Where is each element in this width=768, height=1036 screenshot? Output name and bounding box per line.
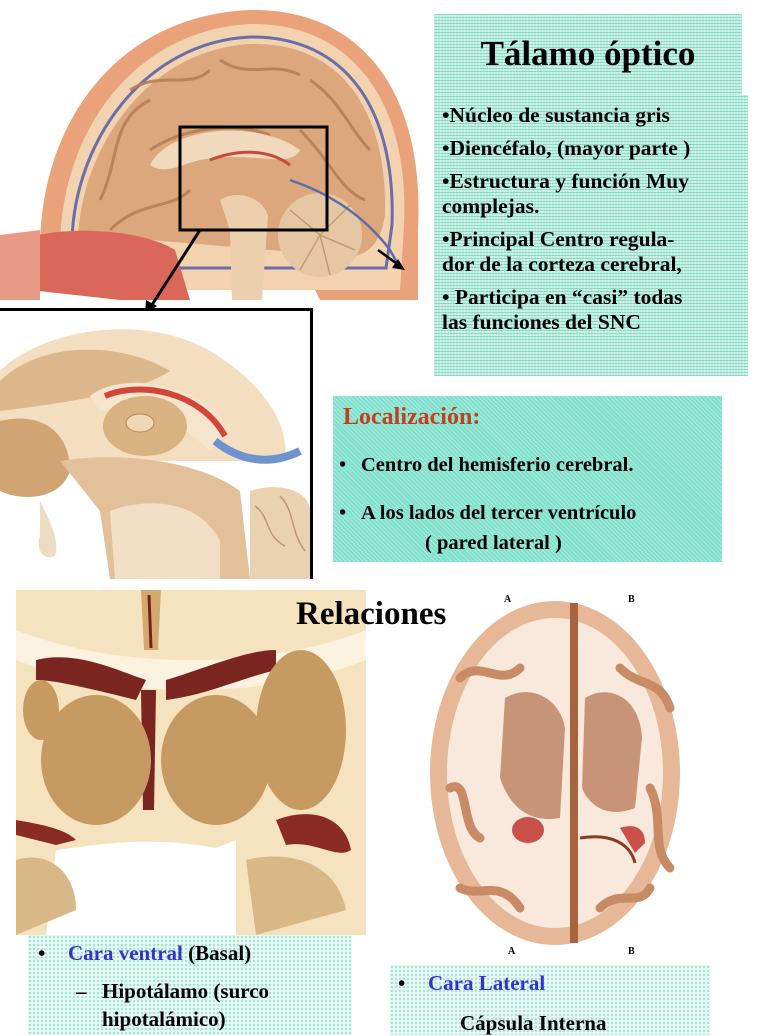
thalamus-detail-figure (0, 308, 313, 579)
cara-ventral-box: • Cara ventral (Basal) –Hipotálamo (surco… (28, 935, 352, 1035)
features-list: •Núcleo de sustancia gris •Diencéfalo, (… (434, 95, 748, 335)
relaciones-heading: Relaciones (296, 596, 447, 632)
bullet-icon: • (339, 454, 347, 476)
cara-ventral-qualifier: (Basal) (188, 941, 252, 965)
axial-section-figure: A B A B (420, 588, 690, 963)
cara-lateral-box: •Cara Lateral Cápsula Interna (390, 965, 710, 1035)
coronal-section-figure (16, 590, 366, 935)
feature-text: dor de la corteza cerebral, (442, 252, 682, 276)
dash-icon: – (76, 979, 87, 1003)
feature-text: • Participa en “casi” todas (442, 285, 683, 309)
localizacion-box: Localización: • Centro del hemisferio cer… (333, 396, 722, 562)
feature-item: •Principal Centro regula-dor de la corte… (442, 227, 740, 277)
feature-item: •Diencéfalo, (mayor parte ) (442, 136, 740, 161)
hipotalamo-line: –Hipotálamo (surco (76, 979, 269, 1004)
axial-label-a-top: A (504, 594, 512, 605)
feature-text: complejas. (442, 194, 540, 218)
hipotalamo-line-2: hipotalámico) (102, 1007, 226, 1031)
cara-ventral-label: Cara ventral (68, 941, 183, 965)
axial-label-b-bottom: B (628, 946, 635, 957)
feature-text: •Estructura y función Muy (442, 169, 690, 193)
localizacion-heading: Localización: (343, 404, 481, 430)
axial-label-b-top: B (628, 594, 635, 605)
localizacion-item: • Centro del hemisferio cerebral. (339, 454, 634, 477)
axial-label-a-bottom: A (508, 946, 516, 957)
cara-lateral-line: • Cara Lateral (398, 971, 545, 996)
sagittal-brain-figure (0, 0, 432, 375)
localizacion-item: • A los lados del tercer ventrículo (339, 502, 636, 525)
hipotalamo-text: Hipotálamo (surco (102, 979, 270, 1003)
title-box: Tálamo óptico (434, 14, 742, 96)
bullet-icon: • (398, 971, 406, 995)
localizacion-text: A los lados del tercer ventrículo (361, 502, 637, 524)
feature-text: •Diencéfalo, (mayor parte ) (442, 136, 691, 160)
page-title: Tálamo óptico (480, 34, 696, 73)
cara-lateral-label: Cara Lateral (428, 971, 546, 995)
feature-text: •Principal Centro regula- (442, 227, 675, 251)
bullet-icon: • (38, 941, 46, 965)
features-box: •Núcleo de sustancia gris •Diencéfalo, (… (434, 95, 748, 376)
bullet-icon: • (339, 502, 347, 524)
feature-item: •Núcleo de sustancia gris (442, 103, 740, 128)
feature-text: las funciones del SNC (442, 310, 641, 334)
feature-text: •Núcleo de sustancia gris (442, 103, 670, 127)
localizacion-text: Centro del hemisferio cerebral. (361, 454, 634, 476)
cara-ventral-line: • Cara ventral (Basal) (38, 941, 251, 966)
localizacion-subitem: ( pared lateral ) (425, 532, 562, 554)
